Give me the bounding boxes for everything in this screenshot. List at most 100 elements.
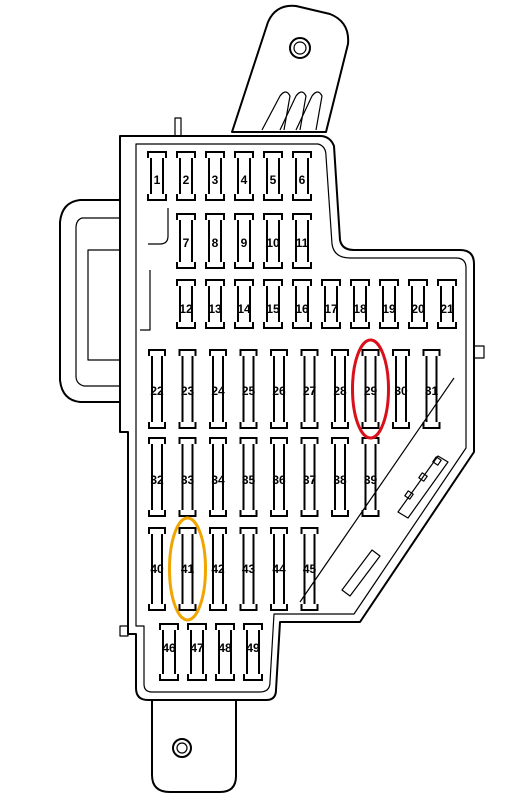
- fuse-44: 44: [270, 527, 288, 611]
- fuse-31: 31: [422, 349, 441, 429]
- fuse-19: 19: [379, 279, 399, 329]
- fuse-label: 7: [183, 236, 190, 250]
- fuse-23: 23: [178, 349, 197, 429]
- fuse-29: 29: [361, 349, 380, 429]
- fuse-37: 37: [300, 437, 319, 517]
- fuse-11: 11: [292, 213, 312, 269]
- fuse-45: 45: [300, 527, 319, 611]
- fuse-label: 49: [246, 641, 260, 655]
- fuse-42: 42: [209, 527, 227, 611]
- fuse-4: 4: [234, 151, 254, 201]
- highlight-ring-fuse-41: [168, 516, 207, 622]
- fuse-12: 12: [176, 279, 196, 329]
- fuse-34: 34: [209, 437, 227, 517]
- fuse-8: 8: [205, 213, 225, 269]
- fuse-7: 7: [176, 213, 196, 269]
- fuse-1: 1: [147, 151, 167, 201]
- bottom-mounting-tab: [151, 689, 237, 793]
- left-side-clip: [59, 199, 135, 403]
- fuse-label: 32: [150, 473, 164, 487]
- fuse-label: 23: [181, 384, 195, 398]
- fuse-40: 40: [148, 527, 166, 611]
- fuse-label: 36: [272, 473, 286, 487]
- fuse-22: 22: [148, 349, 166, 429]
- fuse-9: 9: [234, 213, 254, 269]
- fuse-label: 46: [162, 641, 176, 655]
- fuse-label: 42: [211, 562, 225, 576]
- fuse-label: 47: [190, 641, 204, 655]
- fuse-label: 10: [266, 236, 280, 250]
- fuse-49: 49: [243, 623, 263, 681]
- fuse-label: 28: [333, 384, 347, 398]
- relay-markings: [341, 455, 449, 597]
- fuse-label: 11: [296, 236, 309, 250]
- fuse-label: 14: [237, 302, 251, 316]
- fuse-label: 9: [241, 236, 248, 250]
- fuse-label: 21: [440, 302, 454, 316]
- fuse-25: 25: [239, 349, 258, 429]
- fuse-label: 30: [394, 384, 408, 398]
- fuse-26: 26: [270, 349, 288, 429]
- fuse-label: 29: [364, 384, 378, 398]
- fuse-33: 33: [178, 437, 197, 517]
- fuse-label: 24: [211, 384, 225, 398]
- fuse-3: 3: [205, 151, 225, 201]
- fuse-label: 8: [212, 236, 219, 250]
- fuse-label: 41: [181, 562, 195, 576]
- fuse-label: 19: [382, 302, 396, 316]
- fuse-27: 27: [300, 349, 319, 429]
- fuse-label: 13: [208, 302, 222, 316]
- fuse-label: 27: [303, 384, 317, 398]
- fuse-box-housing: [119, 135, 475, 701]
- fuse-label: 38: [333, 473, 347, 487]
- fuse-20: 20: [408, 279, 428, 329]
- fuse-label: 31: [425, 384, 439, 398]
- fuse-15: 15: [263, 279, 283, 329]
- fuse-label: 37: [303, 473, 317, 487]
- fuse-28: 28: [331, 349, 349, 429]
- highlight-layer: [168, 338, 390, 622]
- fuse-label: 26: [272, 384, 286, 398]
- fuse-label: 44: [272, 562, 286, 576]
- fuse-13: 13: [205, 279, 225, 329]
- fuse-2: 2: [176, 151, 196, 201]
- fuse-41: 41: [178, 527, 197, 611]
- fuse-label: 2: [183, 173, 190, 187]
- fuse-6: 6: [292, 151, 312, 201]
- fuse-label: 43: [242, 562, 256, 576]
- fuse-label: 48: [218, 641, 232, 655]
- fuse-label: 1: [154, 173, 161, 187]
- fuse-46: 46: [159, 623, 179, 681]
- fuse-21: 21: [437, 279, 457, 329]
- fuse-label: 33: [181, 473, 195, 487]
- fuse-label: 45: [303, 562, 317, 576]
- fuse-24: 24: [209, 349, 227, 429]
- fuse-14: 14: [234, 279, 254, 329]
- fuse-36: 36: [270, 437, 288, 517]
- fuse-16: 16: [292, 279, 312, 329]
- fuse-label: 20: [411, 302, 425, 316]
- fuse-label: 25: [242, 384, 256, 398]
- fuse-label: 40: [150, 562, 164, 576]
- fuse-label: 22: [150, 384, 164, 398]
- fuse-35: 35: [239, 437, 258, 517]
- top-mounting-bracket: [231, 4, 350, 133]
- fuse-17: 17: [321, 279, 341, 329]
- fuse-label: 4: [241, 173, 248, 187]
- fuse-label: 17: [324, 302, 338, 316]
- highlight-ring-fuse-29: [351, 338, 390, 440]
- fuse-43: 43: [239, 527, 258, 611]
- fuse-label: 34: [211, 473, 225, 487]
- fuse-label: 3: [212, 173, 219, 187]
- fuse-5: 5: [263, 151, 283, 201]
- fuse-38: 38: [331, 437, 349, 517]
- fuse-label: 5: [270, 173, 277, 187]
- fuse-label: 39: [364, 473, 378, 487]
- fuse-label: 35: [242, 473, 256, 487]
- fuse-label: 15: [266, 302, 280, 316]
- fuse-47: 47: [187, 623, 207, 681]
- fuse-label: 16: [295, 302, 309, 316]
- fuse-label: 12: [179, 302, 193, 316]
